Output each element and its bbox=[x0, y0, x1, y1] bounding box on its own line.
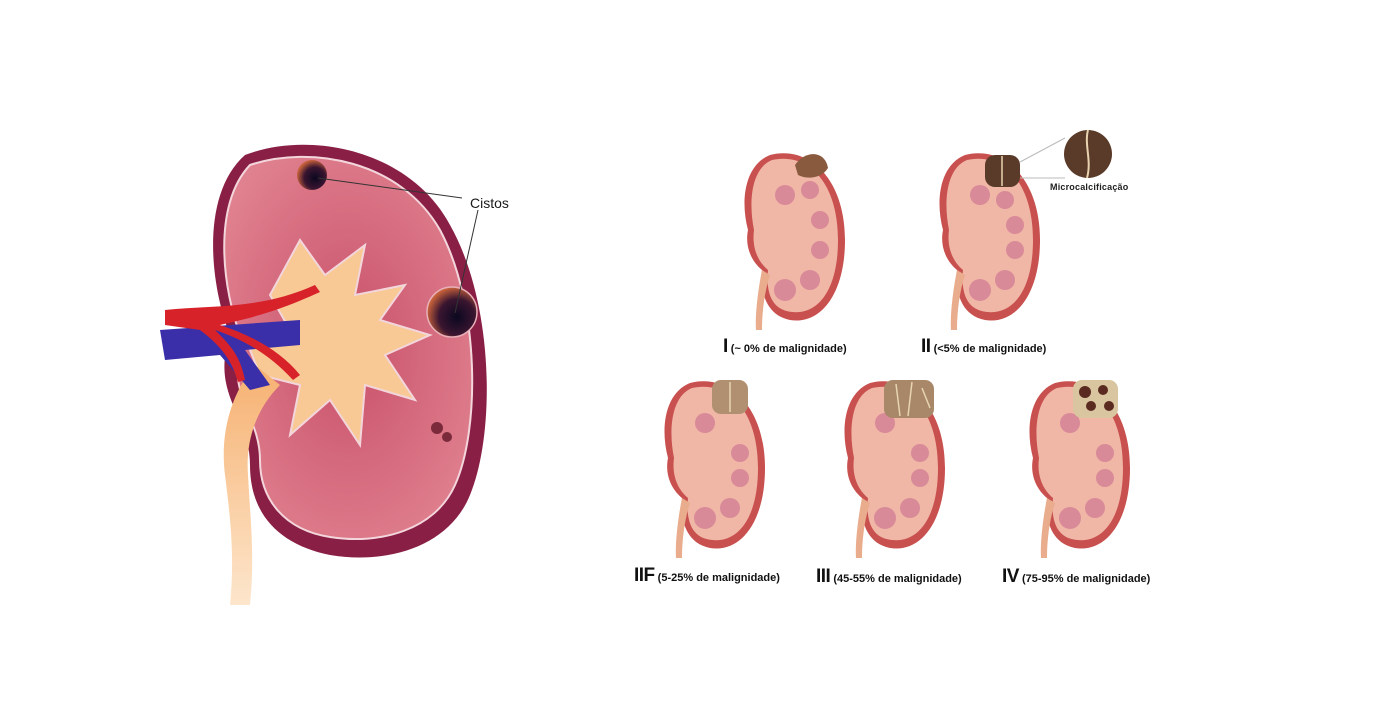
kidney-stage-iii-icon bbox=[844, 380, 945, 558]
stage-description: (~ 0% de malignidade) bbox=[730, 343, 847, 355]
stage-numeral: III bbox=[816, 566, 831, 587]
stage-kidney-iv bbox=[1025, 378, 1135, 558]
stage-kidney-ii: Microcalcificação bbox=[935, 129, 1128, 330]
stage-numeral: IIF bbox=[634, 565, 655, 586]
stage-description: (75-95% de malignidade) bbox=[1021, 573, 1151, 585]
microcalcification-label: Microcalcificação bbox=[1050, 182, 1129, 192]
stage-label-i: I(~ 0% de malignidade) bbox=[723, 336, 847, 358]
kidney-stage-i-icon bbox=[744, 153, 845, 330]
stage-kidney-iii bbox=[840, 378, 950, 558]
stage-label-iii: III(45-55% de malignidade) bbox=[816, 566, 962, 588]
stage-numeral: IV bbox=[1002, 566, 1019, 587]
cysts-label: Cistos bbox=[470, 195, 509, 211]
stage-numeral: I bbox=[723, 336, 728, 357]
stage-label-iv: IV(75-95% de malignidade) bbox=[1002, 566, 1150, 588]
main-kidney-illustration: Cistos bbox=[150, 135, 530, 605]
stage-label-ii: II(<5% de malignidade) bbox=[921, 336, 1046, 358]
stage-label-iif: IIF(5-25% de malignidade) bbox=[634, 565, 780, 587]
stage-kidney-iif bbox=[660, 378, 770, 558]
stage-numeral: II bbox=[921, 336, 931, 357]
stage-description: (45-55% de malignidade) bbox=[833, 573, 962, 585]
kidney-stage-iif-icon bbox=[664, 380, 765, 558]
kidney-stage-ii-icon bbox=[939, 129, 1112, 330]
stage-kidney-i bbox=[740, 150, 850, 330]
kidney-cross-section-icon bbox=[160, 144, 487, 605]
stage-description: (5-25% de malignidade) bbox=[657, 572, 780, 584]
kidney-stage-iv-icon bbox=[1029, 380, 1130, 558]
stage-description: (<5% de malignidade) bbox=[933, 343, 1047, 355]
